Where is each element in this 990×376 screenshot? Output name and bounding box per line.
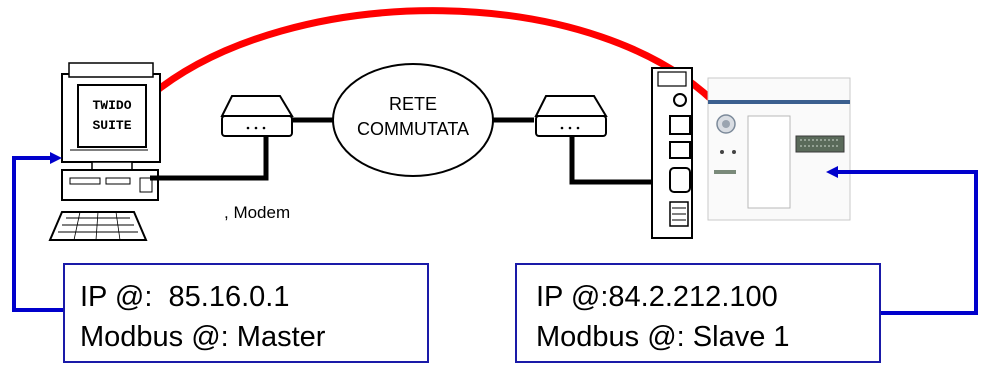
switched-network-cloud: RETE COMMUTATA — [332, 63, 494, 177]
master-modbus-address: Modbus @: Master — [80, 321, 326, 353]
slave-ip-address: IP @:84.2.212.100 — [536, 281, 778, 313]
right-modem-icon — [534, 95, 608, 137]
master-address-link — [12, 152, 64, 312]
network-cables — [150, 117, 672, 185]
plc-controller-icon — [707, 77, 851, 221]
modem-caption: , Modem — [224, 203, 290, 222]
screen-label-line1: TWIDO — [92, 98, 131, 113]
computer-icon: TWIDO SUITE — [48, 62, 161, 241]
cloud-label-line2: COMMUTATA — [357, 119, 469, 139]
plc-ethernet-module-icon — [651, 67, 693, 239]
left-modem-icon — [220, 95, 294, 137]
slave-address-link — [826, 166, 978, 315]
master-ip-address: IP @: 85.16.0.1 — [80, 281, 290, 313]
screen-label-line2: SUITE — [92, 118, 131, 133]
cloud-label-line1: RETE — [389, 94, 437, 114]
master-address-box: IP @: 85.16.0.1 Modbus @: Master — [63, 263, 429, 363]
slave-modbus-address: Modbus @: Slave 1 — [536, 321, 790, 353]
slave-address-box: IP @:84.2.212.100 Modbus @: Slave 1 — [515, 263, 881, 363]
